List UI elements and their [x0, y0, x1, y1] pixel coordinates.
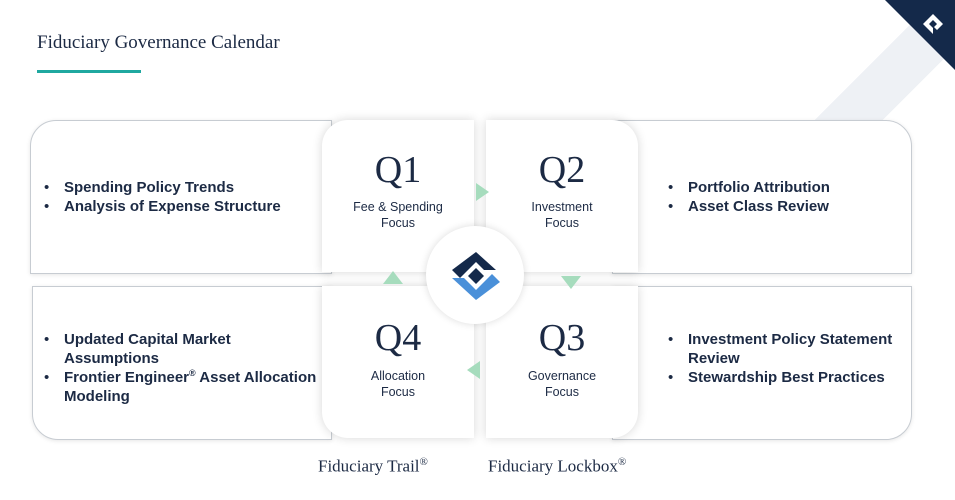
topic-text: Frontier Engineer: [64, 369, 190, 386]
footer-fiduciary-trail: Fiduciary Trail®: [318, 456, 428, 476]
title-underline: [37, 70, 141, 73]
brand-logo-icon: [923, 14, 943, 34]
q4-label: Q4: [374, 317, 422, 359]
arrow-left-icon: [467, 361, 480, 379]
page-title: Fiduciary Governance Calendar: [37, 32, 280, 53]
q1-topic-list: Spending Policy Trends Analysis of Expen…: [42, 178, 322, 216]
list-item: Asset Class Review: [666, 197, 906, 216]
list-item: Portfolio Attribution: [666, 178, 906, 197]
arrow-up-icon: [383, 271, 403, 284]
arrow-right-icon: [476, 183, 489, 201]
registered-mark: ®: [617, 456, 627, 468]
list-item: Analysis of Expense Structure: [42, 197, 322, 216]
q4-topic-list: Updated Capital Market Assumptions Front…: [42, 330, 322, 406]
list-item: Spending Policy Trends: [42, 178, 322, 197]
footer-fiduciary-lockbox: Fiduciary Lockbox®: [488, 456, 627, 476]
arrow-down-icon: [561, 276, 581, 289]
q1-label: Q1: [374, 149, 422, 191]
quadrant-q3: [486, 286, 638, 438]
q3-topic-list: Investment Policy Statement Review Stewa…: [666, 330, 906, 387]
topic-text: Asset Allocation Modeling: [64, 369, 317, 405]
q2-label: Q2: [538, 149, 586, 191]
q3-label: Q3: [538, 317, 586, 359]
registered-mark: ®: [189, 368, 196, 378]
list-item: Frontier Engineer® Asset Allocation Mode…: [42, 368, 322, 406]
list-item: Investment Policy Statement Review: [666, 330, 906, 368]
brand-logo-icon: [452, 252, 500, 300]
list-item: Updated Capital Market Assumptions: [42, 330, 322, 368]
q2-topic-list: Portfolio Attribution Asset Class Review: [666, 178, 906, 216]
registered-mark: ®: [419, 456, 428, 468]
list-item: Stewardship Best Practices: [666, 368, 906, 387]
